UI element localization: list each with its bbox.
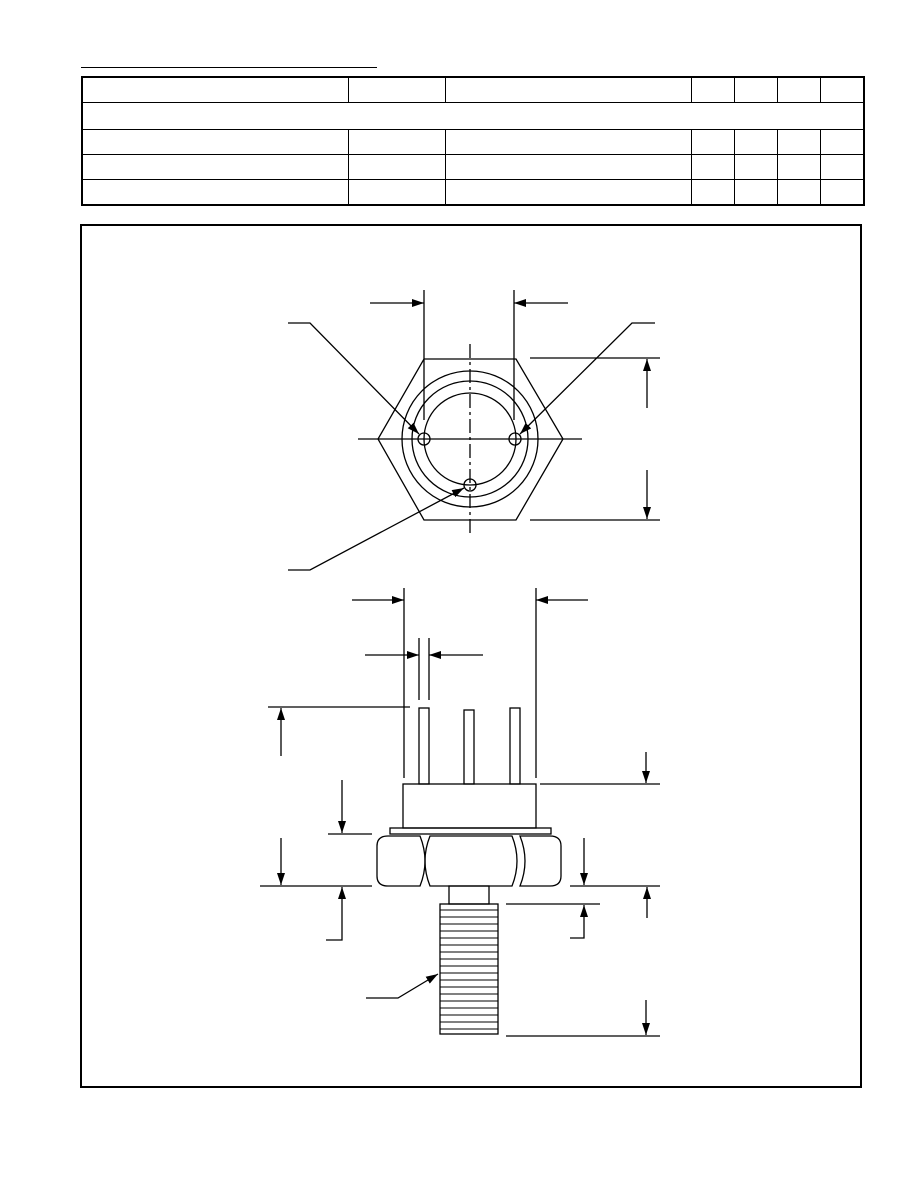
table-cell	[690, 129, 735, 155]
table-cell	[776, 129, 821, 155]
table-cell	[444, 154, 692, 180]
table-row	[81, 129, 865, 155]
table-cell	[347, 179, 446, 206]
header-body	[402, 783, 537, 829]
table-cell	[819, 179, 865, 206]
table-cell	[444, 179, 692, 206]
terminal-1	[417, 432, 431, 446]
dimension-arrow	[570, 905, 588, 939]
pin-right	[509, 707, 521, 785]
terminal-3	[463, 478, 477, 492]
terminal-2	[508, 432, 522, 446]
table-row	[81, 179, 865, 206]
hex-nut	[376, 835, 562, 887]
flange	[389, 827, 552, 835]
stud-neck	[448, 885, 490, 905]
leader-line	[519, 322, 655, 435]
side-view	[260, 588, 660, 1037]
stud-threads	[440, 909, 498, 1030]
table-cell	[733, 179, 778, 206]
drawing-frame	[80, 224, 862, 1088]
dimension-arrow	[326, 887, 346, 941]
table-cell	[81, 154, 349, 180]
spec-table	[81, 76, 865, 206]
header-rule	[81, 67, 377, 68]
table-cell	[347, 76, 446, 103]
leader-line	[288, 322, 420, 435]
table-cell	[733, 76, 778, 103]
table-cell	[690, 154, 735, 180]
threaded-stud	[439, 903, 499, 1035]
pin-center	[463, 709, 475, 785]
pin-left	[418, 707, 430, 785]
top-view	[288, 290, 660, 571]
table-title-cell	[81, 102, 865, 130]
table-title-row	[81, 102, 865, 130]
table-cell	[81, 129, 349, 155]
table-cell	[81, 179, 349, 206]
table-cell	[690, 179, 735, 206]
leader-line	[288, 487, 465, 571]
table-cell	[733, 154, 778, 180]
table-cell	[819, 76, 865, 103]
table-cell	[819, 154, 865, 180]
table-cell	[347, 154, 446, 180]
table-cell	[81, 76, 349, 103]
leader-line	[366, 973, 439, 999]
table-row	[81, 154, 865, 180]
table-cell	[776, 76, 821, 103]
